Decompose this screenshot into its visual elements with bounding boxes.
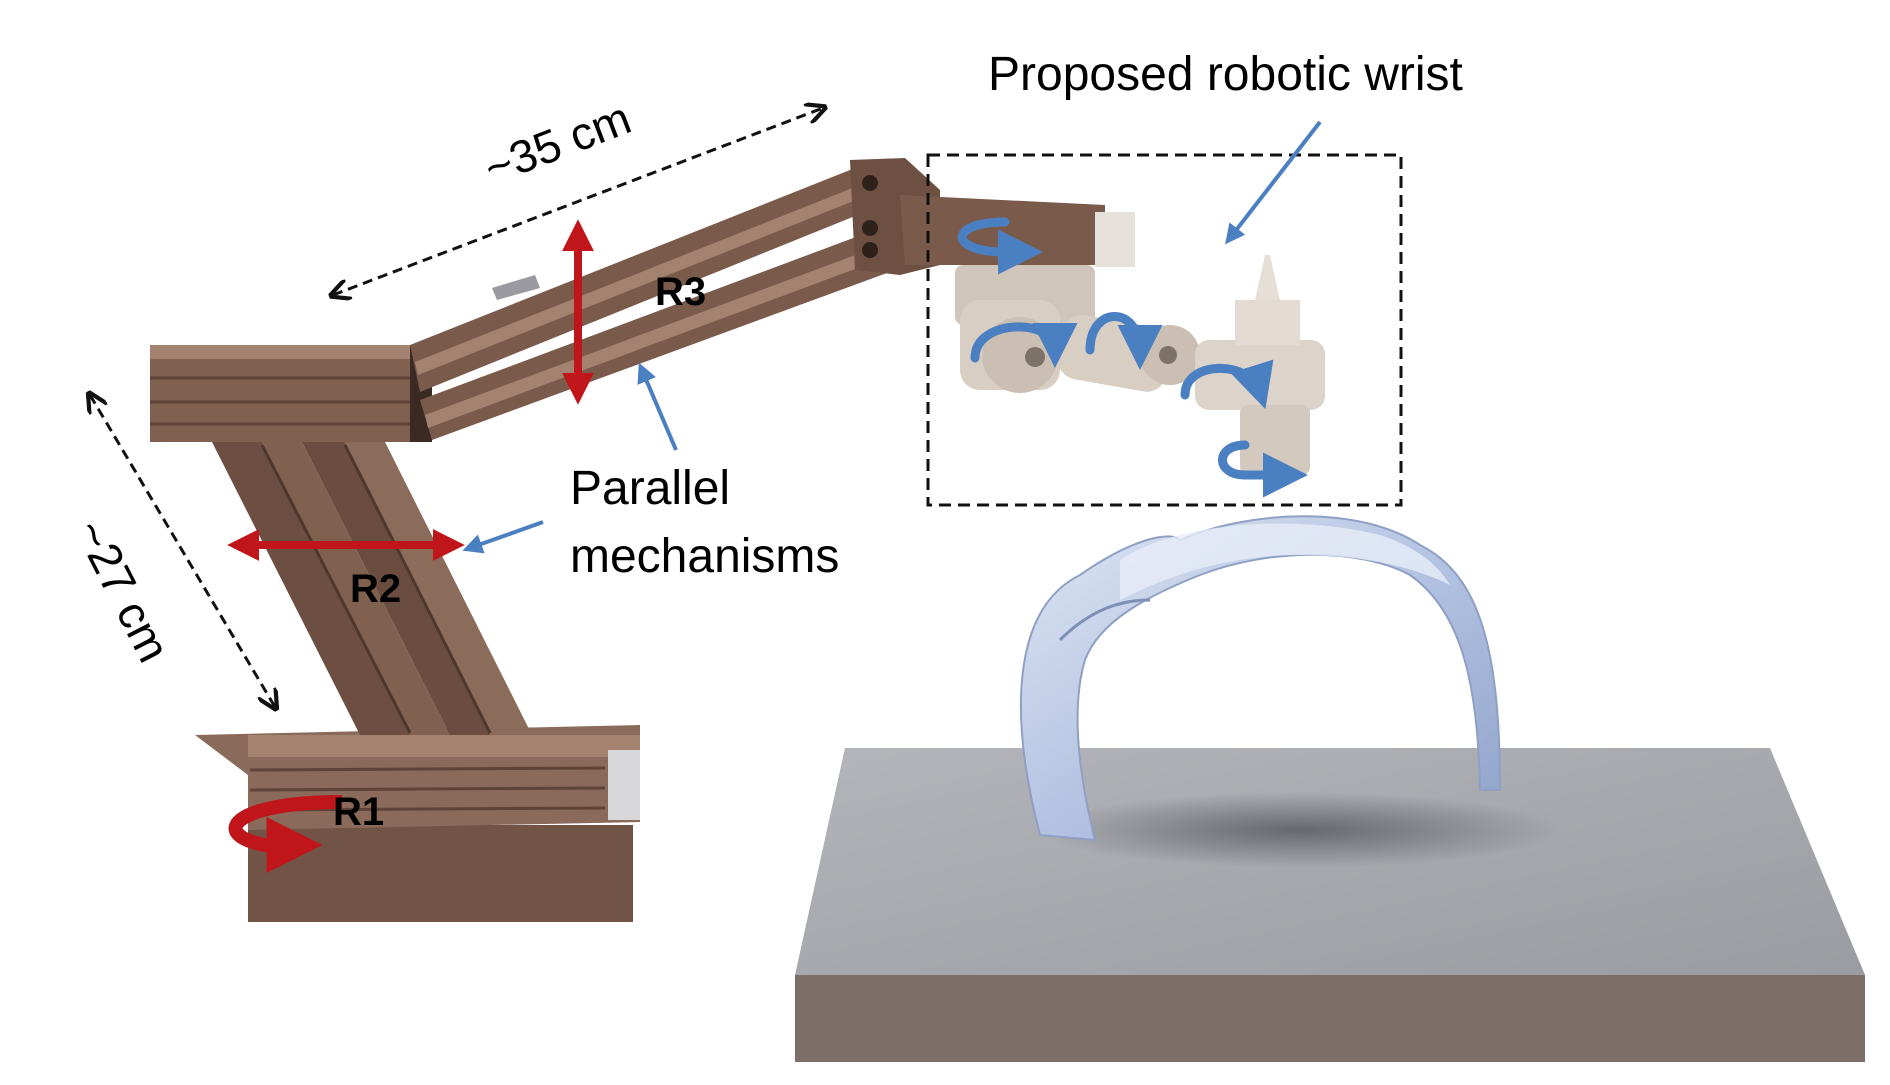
platform-front (795, 975, 1865, 1062)
elbow-joint (850, 158, 1135, 275)
r1-arrow (228, 795, 343, 873)
wrist-title: Proposed robotic wrist (988, 48, 1463, 101)
r2-label: R2 (350, 567, 401, 611)
wrist-rotation-arrow-5 (1218, 440, 1308, 498)
dimension-arrows (90, 108, 823, 707)
robotic-wrist (955, 255, 1325, 475)
curved-shell (1019, 515, 1502, 842)
wrist-rotation-arrow-3 (1085, 312, 1163, 370)
platform (795, 748, 1865, 1062)
wrist-rotation-arrows (957, 217, 1308, 498)
lower-link-pointer (462, 520, 544, 554)
dim-upper-label: ~35 cm (477, 91, 638, 194)
dim-lower-label: ~27 cm (65, 511, 180, 670)
annotation-pointers (462, 120, 1322, 554)
upper-link-pointer (637, 362, 678, 451)
base-block (248, 825, 633, 922)
wrist-rotation-arrow-4 (1180, 359, 1274, 410)
shoulder-block (150, 345, 432, 442)
robot-base (195, 725, 640, 922)
wrist-rotation-arrow-1 (957, 217, 1043, 275)
dim-lower-arrow (90, 395, 275, 707)
parallel-label-line1: Parallel (570, 462, 730, 515)
shell-shadow (1040, 792, 1560, 868)
wrist-rotation-arrow-2 (970, 322, 1078, 368)
r1-label: R1 (333, 790, 384, 834)
dim-upper-arrow (333, 108, 823, 295)
r3-label: R3 (655, 270, 706, 314)
wrist-pointer (1225, 120, 1322, 245)
parallel-label-line2: mechanisms (570, 530, 839, 583)
wrist-highlight-box (926, 153, 1403, 507)
